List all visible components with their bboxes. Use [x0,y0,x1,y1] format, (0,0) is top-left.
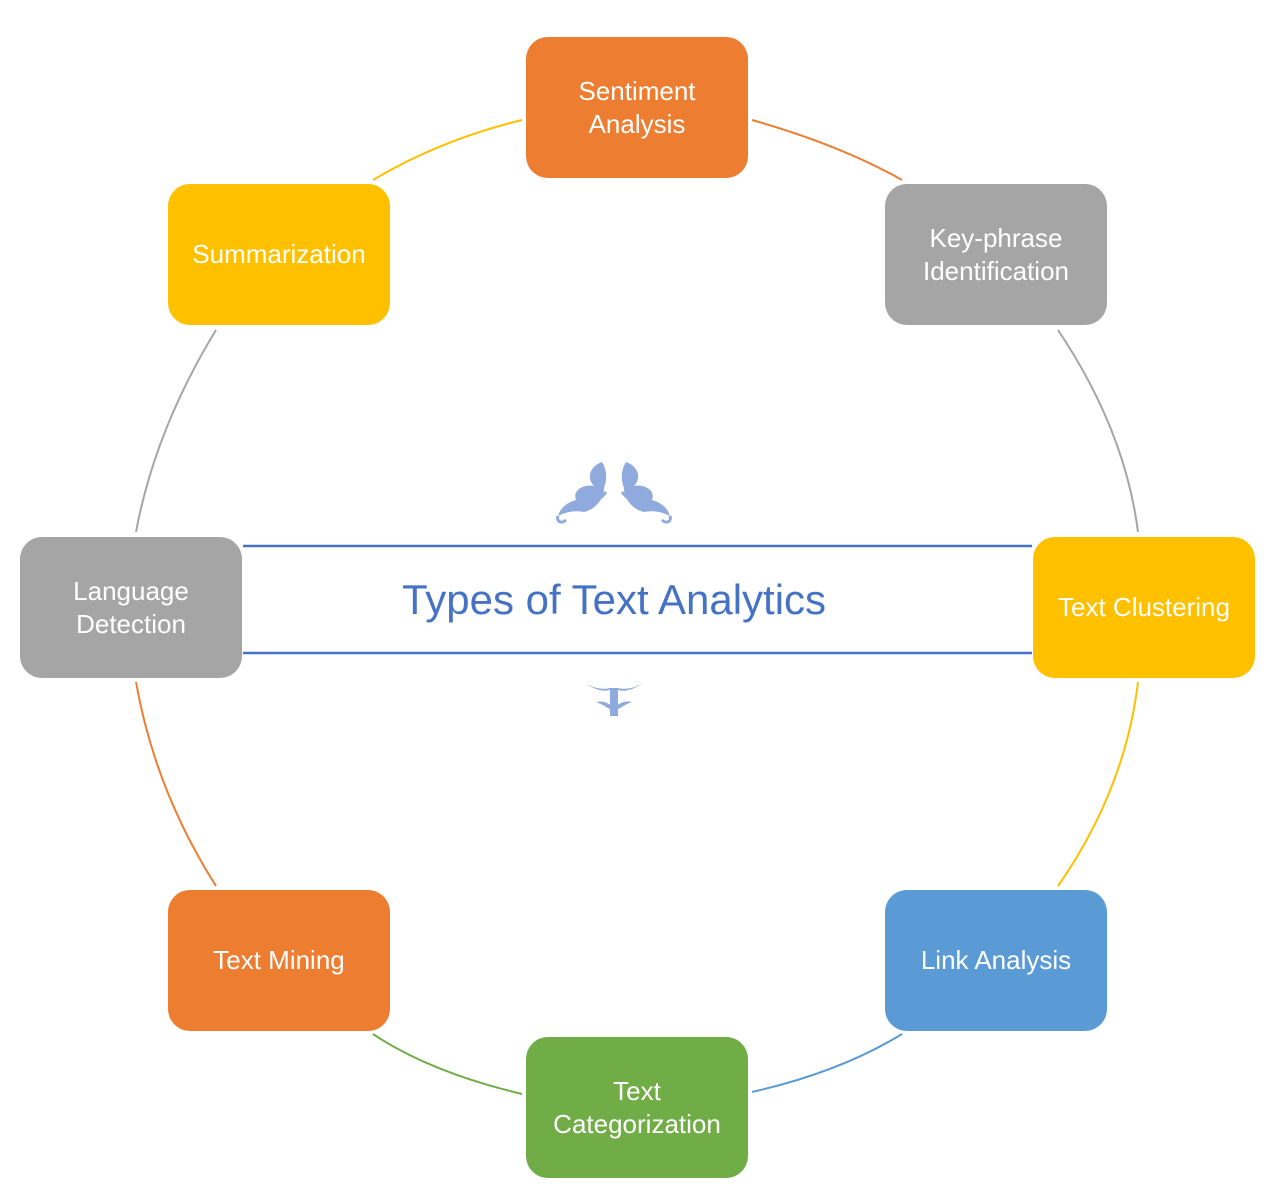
node-text-categorization: Text Categorization [526,1037,748,1178]
node-label: Language Detection [73,575,189,639]
node-summarization: Summarization [168,184,390,325]
node-label: Key-phrase Identification [923,222,1069,286]
diagram-title: Types of Text Analytics [401,576,827,623]
connector-summarization-sentiment [372,119,523,181]
node-text-clustering: Text Clustering [1033,537,1255,678]
node-label: Summarization [192,239,366,269]
node-key-phrase-identification: Key-phrase Identification [885,184,1107,325]
node-label: Text Mining [213,945,345,975]
connector-link-categorization [751,1033,903,1093]
node-language-detection: Language Detection [20,537,242,678]
connector-language-summarization [135,329,217,533]
node-label: Link Analysis [920,945,1072,975]
connector-clustering-link [1057,681,1139,887]
connector-sentiment-keyphrase [751,119,903,181]
node-link-analysis: Link Analysis [885,890,1107,1031]
node-label: Text Categorization [553,1075,721,1139]
connector-keyphrase-clustering [1057,329,1139,533]
node-sentiment-analysis: Sentiment Analysis [526,37,748,178]
connector-categorization-mining [372,1033,523,1095]
node-text-mining: Text Mining [168,890,390,1031]
node-label: Text Clustering [1058,592,1230,622]
ornament-bottom-icon [584,682,644,716]
ornament-top-icon [556,462,672,524]
node-label: Sentiment Analysis [578,75,696,139]
connector-mining-language [135,681,217,887]
